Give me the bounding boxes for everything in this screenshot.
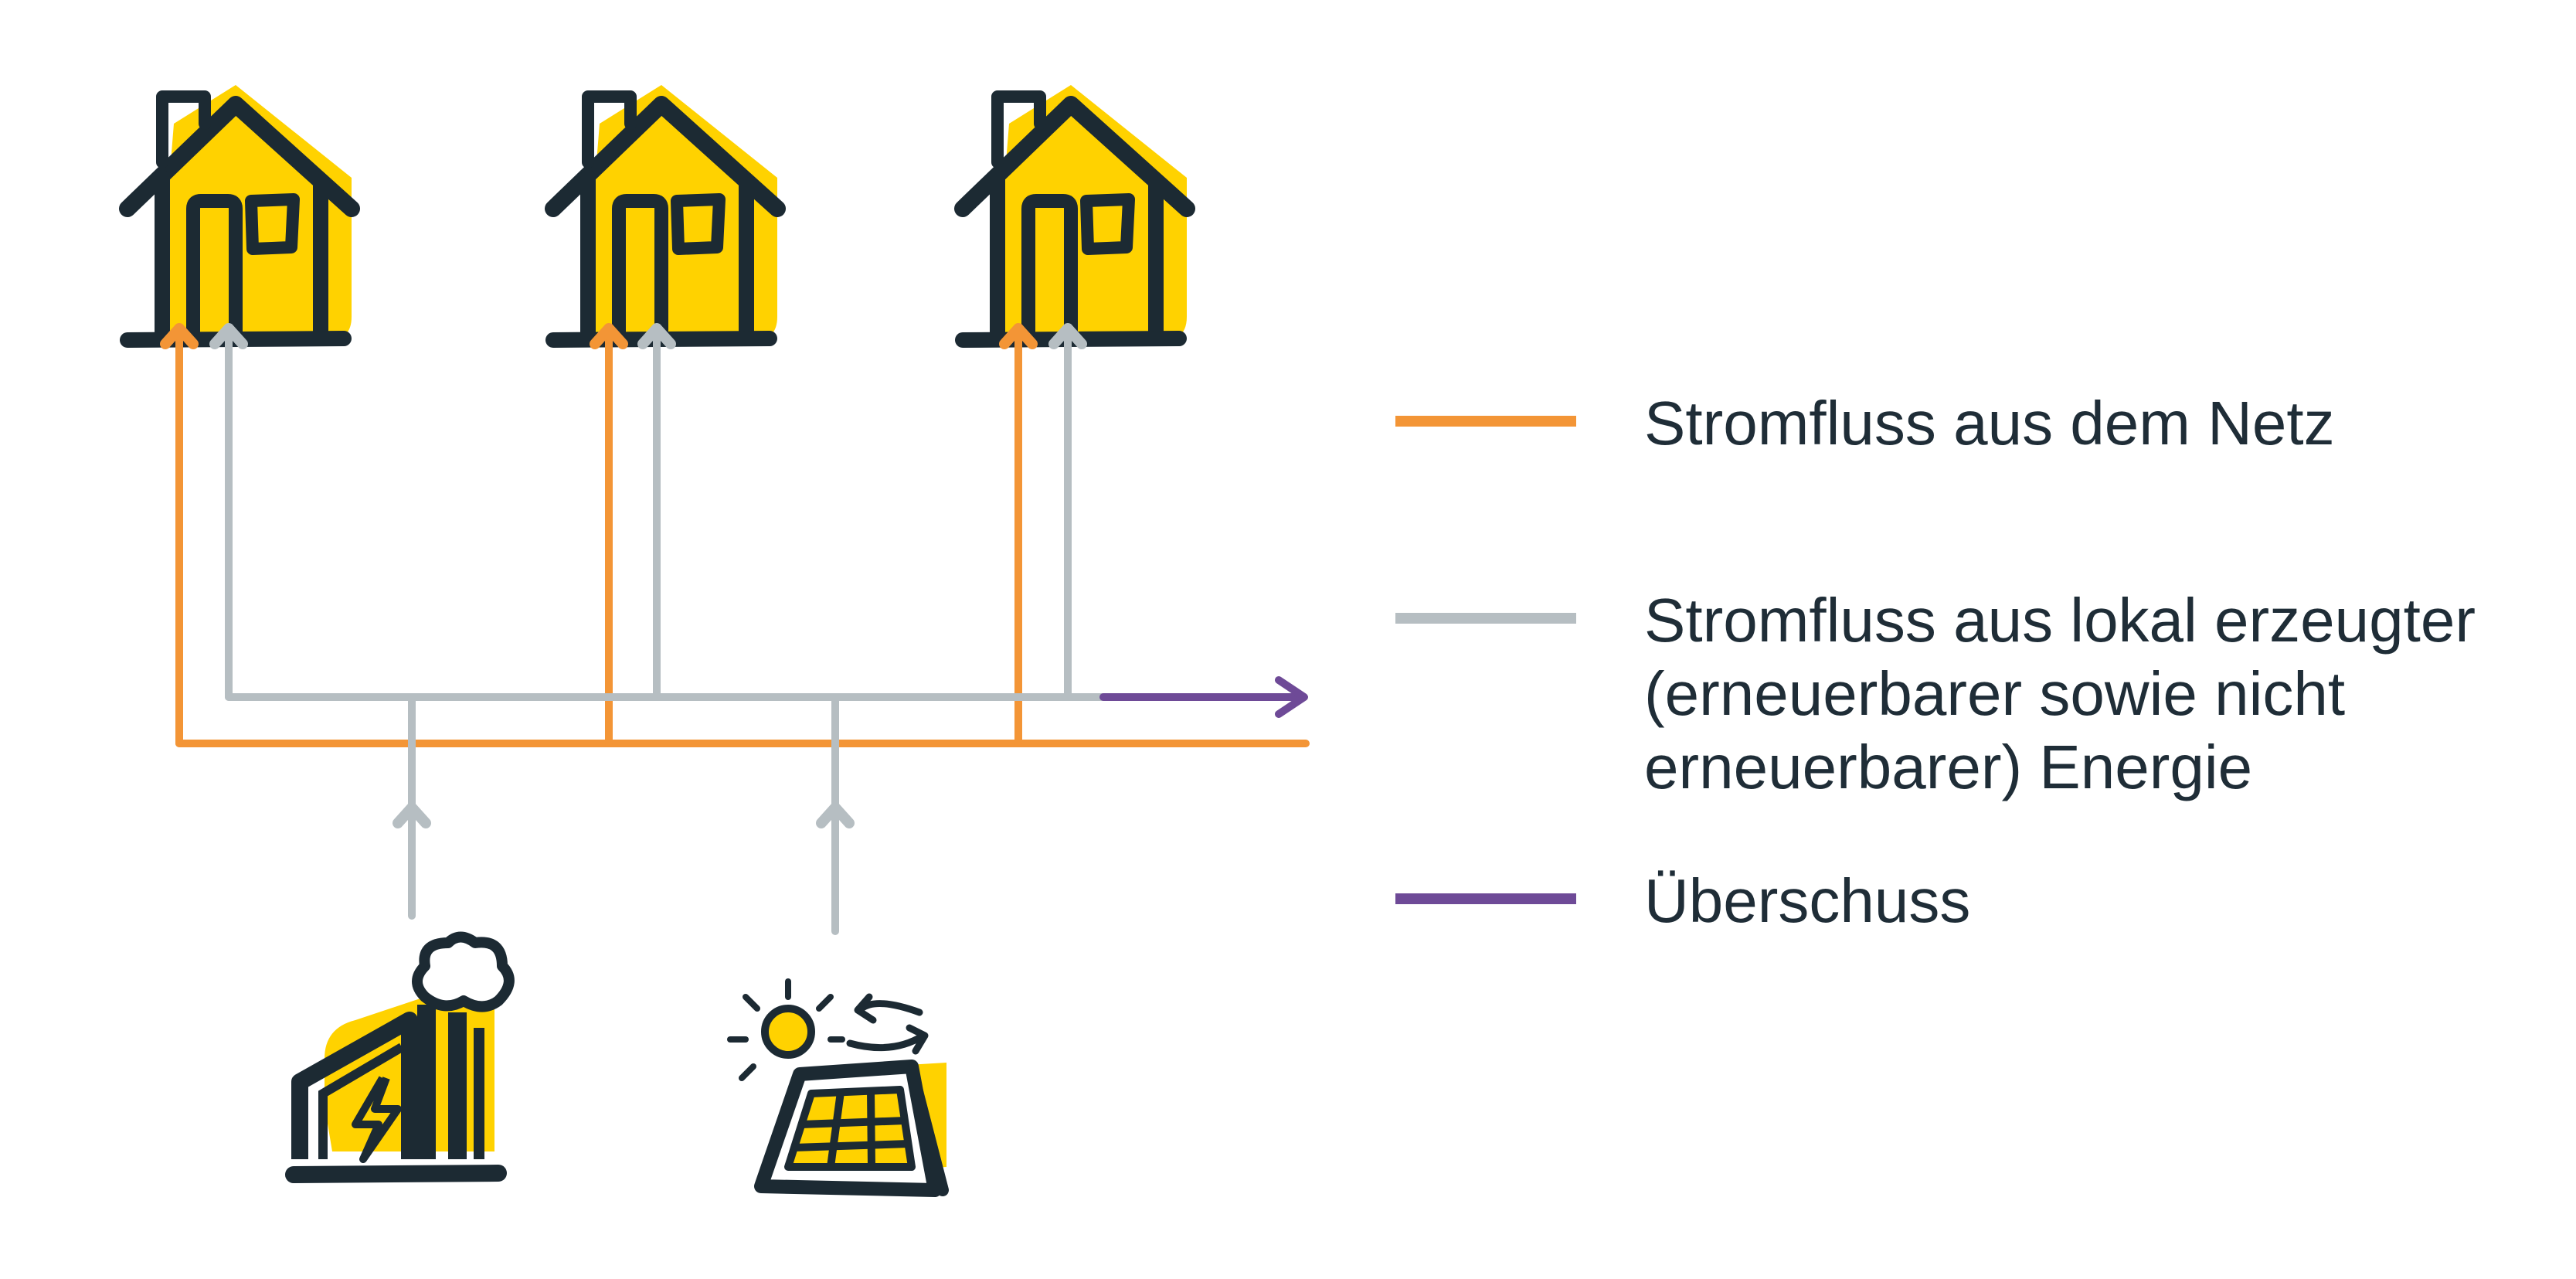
solar-panel-icon xyxy=(727,978,949,1197)
surplus-flow-line xyxy=(1099,676,1308,718)
local-flow-lines xyxy=(215,328,1107,935)
power-plant-icon xyxy=(285,931,515,1183)
house-icon xyxy=(553,85,777,340)
grid-flow-lines xyxy=(165,328,1310,747)
legend-label-local-line2: (erneuerbarer sowie nicht xyxy=(1644,659,2345,728)
legend-label-surplus: Überschuss xyxy=(1644,866,1970,935)
legend-label-local-line1: Stromfluss aus lokal erzeugter xyxy=(1644,586,2476,655)
legend-label-grid: Stromfluss aus dem Netz xyxy=(1644,389,2335,458)
house-icon xyxy=(963,85,1187,340)
legend-label-local-line3: erneuerbarer) Energie xyxy=(1644,733,2252,801)
legend: Stromfluss aus dem Netz Stromfluss aus l… xyxy=(1395,389,2476,935)
house-icon xyxy=(127,85,352,340)
